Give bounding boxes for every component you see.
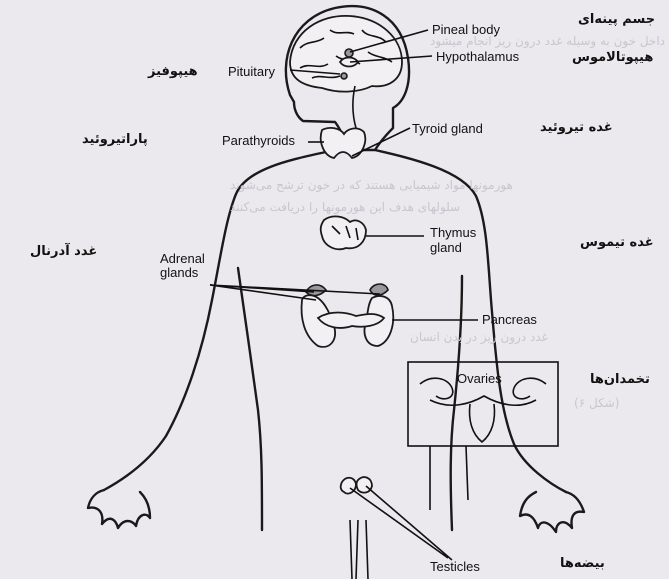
persian-label-adrenal: غدد آدرنال	[30, 244, 97, 260]
label-adrenal-glands: Adrenal	[160, 252, 205, 266]
persian-label-ovaries: تخمدان‌ها	[590, 372, 650, 388]
label-ovaries: Ovaries	[457, 372, 502, 386]
label-hypothalamus: Hypothalamus	[436, 50, 519, 64]
label-parathyroids: Parathyroids	[222, 134, 295, 148]
background-text-line: سلولهای هدف این هورمونها را دریافت می‌کن…	[230, 200, 460, 214]
label-thyroid-gland: Tyroid gland	[412, 122, 483, 136]
ovary-pointer-lines	[430, 446, 468, 510]
label-pituitary: Pituitary	[228, 65, 275, 79]
leg-lines	[350, 520, 368, 579]
label-thymus-gland: gland	[430, 241, 462, 255]
brainstem	[353, 86, 356, 128]
left-hand	[88, 490, 150, 528]
persian-label-thymus: غده تیموس	[580, 235, 654, 251]
persian-label-testicles: بیضه‌ها	[560, 556, 605, 572]
pancreas-icon	[318, 313, 384, 328]
background-text-line: (شکل ۶)	[574, 396, 619, 410]
label-pancreas: Pancreas	[482, 313, 537, 327]
right-hand	[520, 492, 584, 532]
thymus-gland-icon	[321, 216, 366, 249]
background-text-line: هورمونها مواد شیمیایی هستند که در خون تر…	[230, 178, 513, 192]
persian-label-thyroid: غده تیروئید	[540, 120, 613, 136]
label-adrenal-glands: glands	[160, 266, 198, 280]
testicles-icon	[341, 477, 372, 493]
pituitary-icon	[341, 73, 347, 79]
persian-label-pituitary: هیپوفیز	[148, 64, 198, 80]
background-text-line: غدد درون ریز در بدن انسان	[410, 330, 548, 344]
persian-label-hypothalamus: هیپوتالاموس	[572, 50, 653, 66]
persian-label-pineal: جسم پینه‌ای	[578, 12, 655, 28]
persian-label-parathyroid: پاراتیروئید	[82, 132, 148, 148]
label-pineal-body: Pineal body	[432, 23, 500, 37]
label-thymus-gland: Thymus	[430, 226, 476, 240]
label-testicles: Testicles	[430, 560, 480, 574]
pineal-body-icon	[345, 49, 353, 57]
